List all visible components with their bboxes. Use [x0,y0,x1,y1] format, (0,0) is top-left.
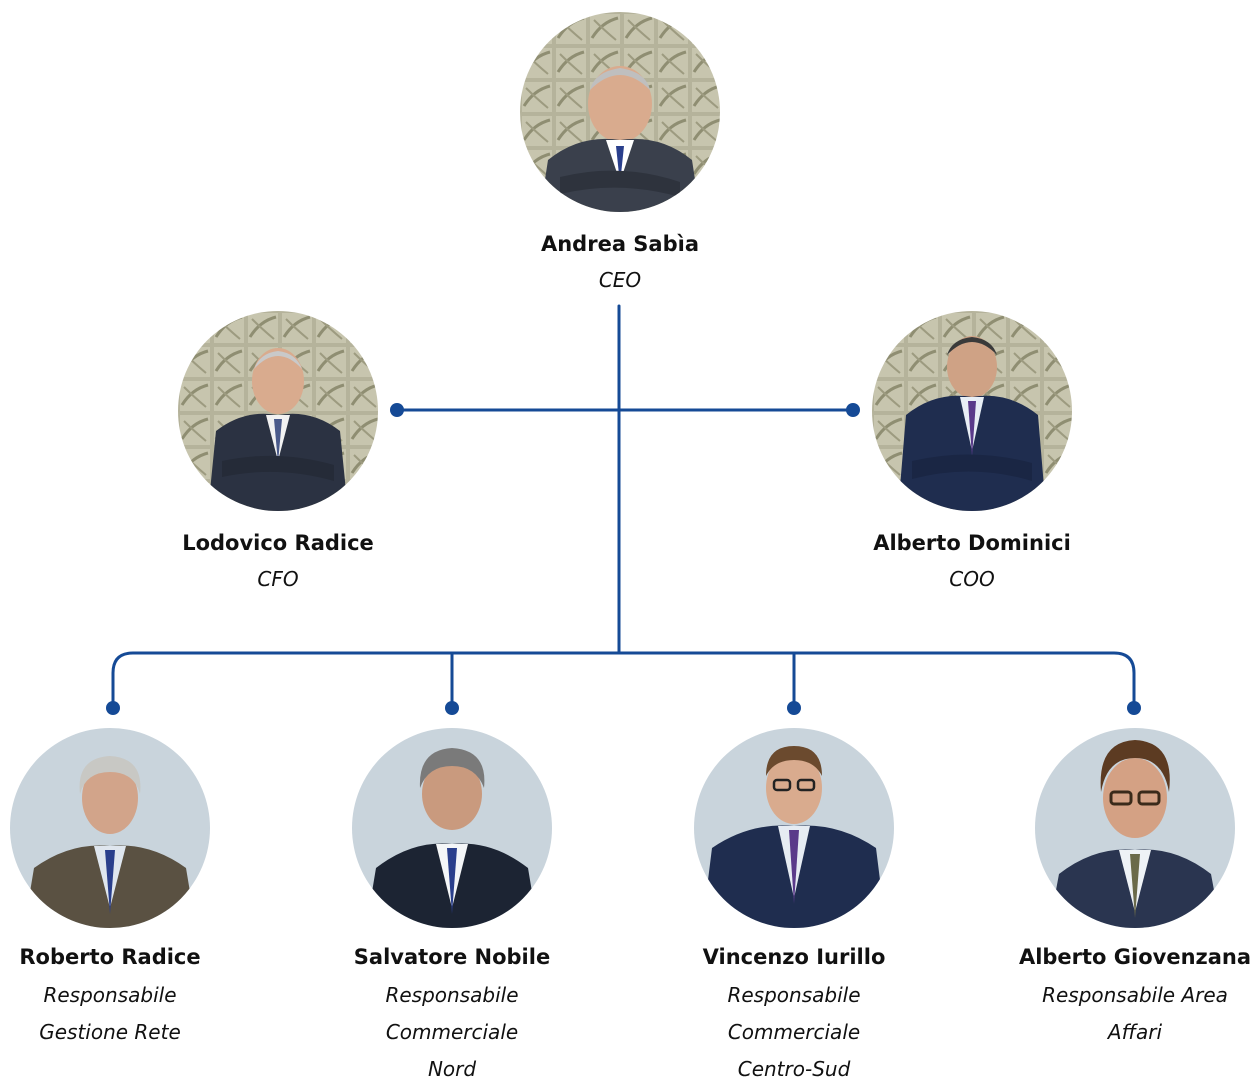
person-name: Alberto Giovenzana [1018,945,1252,969]
connector-dot-vi [787,701,801,715]
person-role: CFO [138,561,418,598]
person-role: Responsabile Commerciale Nord [312,977,592,1088]
connector-dot-coo [846,403,860,417]
portrait-photo [10,728,210,928]
role-line: CEO [598,268,642,292]
person-name: Salvatore Nobile [353,945,551,969]
role-line: Nord [427,1057,477,1081]
portrait-photo [1035,728,1235,928]
role-line: Centro-Sud [737,1057,851,1081]
person-name: Andrea Sabìa [540,232,699,256]
managers-branch-line [111,651,1136,709]
person-role: Responsabile Commerciale Centro-Sud [654,977,934,1088]
connector-dot-cfo [390,403,404,417]
person-role: COO [832,561,1112,598]
role-line: Responsabile [43,983,177,1007]
role-line: Responsabile Area [1042,983,1228,1007]
role-line: Responsabile [727,983,861,1007]
connector-dot-sn [445,701,459,715]
portrait-photo [178,311,378,511]
person-role: CEO [480,262,760,299]
portrait-photo [352,728,552,928]
connector-dot-rr [106,701,120,715]
role-line: CFO [257,567,299,591]
portrait-photo [520,12,720,212]
person-role: Responsabile Area Affari [995,977,1258,1051]
person-name: Roberto Radice [19,945,201,969]
connector-dot-ag [1127,701,1141,715]
role-line: Commerciale [727,1020,861,1044]
person-name: Alberto Dominici [873,531,1071,555]
role-line: Responsabile [385,983,519,1007]
person-name: Lodovico Radice [182,531,374,555]
portrait-photo [694,728,894,928]
role-line: COO [949,567,995,591]
person-role: Responsabile Gestione Rete [0,977,250,1051]
person-name: Vincenzo Iurillo [702,945,886,969]
role-line: Commerciale [385,1020,519,1044]
portrait-photo [872,311,1072,511]
role-line: Gestione Rete [39,1020,181,1044]
role-line: Affari [1107,1020,1163,1044]
